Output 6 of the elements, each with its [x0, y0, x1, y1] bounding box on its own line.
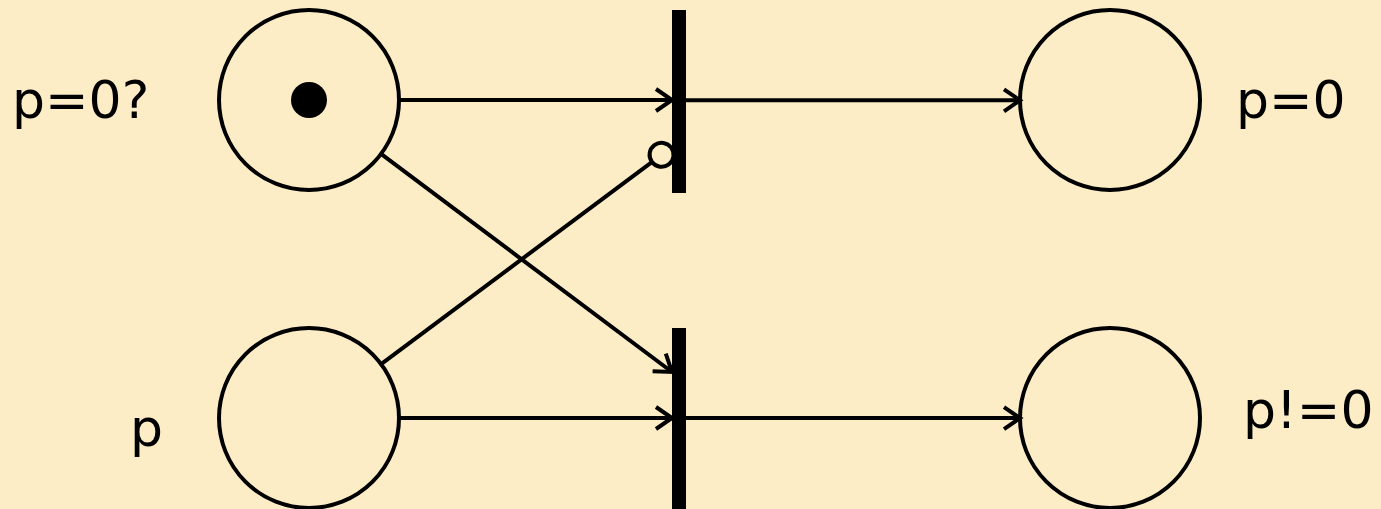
transition-bar — [672, 10, 686, 193]
arrow — [399, 87, 674, 113]
arrow — [686, 405, 1022, 432]
arrow — [399, 405, 674, 431]
arrow — [686, 87, 1022, 114]
transition-bar — [672, 328, 686, 509]
